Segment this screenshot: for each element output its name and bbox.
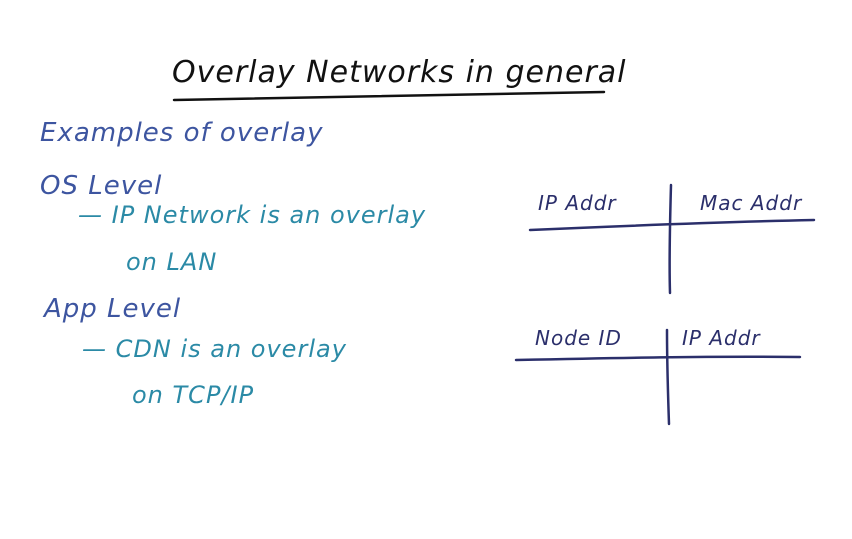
node-ip-table-header-node: Node ID [535, 326, 622, 350]
node-ip-table-horizontal-line [514, 355, 802, 362]
ip-mac-table-vertical-line [668, 183, 673, 295]
ip-mac-table-horizontal-line [528, 218, 816, 232]
node-ip-table-header-ip: IP Addr [682, 326, 761, 350]
os-level-example-line2: on LAN [126, 248, 218, 276]
examples-heading: Examples of overlay [40, 118, 324, 148]
app-level-example-line1: — CDN is an overlay [82, 335, 347, 363]
node-ip-table-vertical-line [665, 328, 671, 426]
app-level-example-line2: on TCP/IP [132, 381, 255, 409]
ip-mac-table-header-ip: IP Addr [538, 191, 617, 215]
os-level-heading: OS Level [40, 171, 163, 201]
page-title: Overlay Networks in general [172, 55, 627, 90]
app-level-heading: App Level [44, 294, 182, 324]
os-level-example-line1: — IP Network is an overlay [78, 201, 427, 229]
title-underline [172, 90, 606, 102]
ip-mac-table-header-mac: Mac Addr [700, 191, 803, 215]
